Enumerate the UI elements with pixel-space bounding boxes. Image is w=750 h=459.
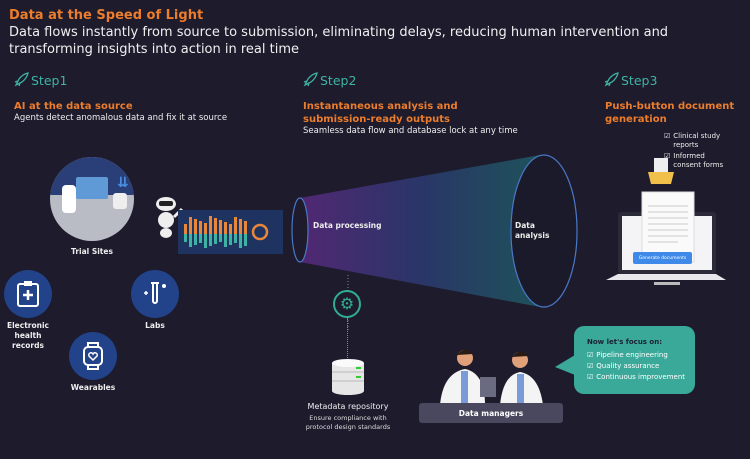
dashboard-bar <box>214 218 217 234</box>
dashboard-bar <box>234 234 237 243</box>
database-icon <box>332 359 364 395</box>
step2-description: Seamless data flow and database lock at … <box>303 126 518 136</box>
dashboard-bar <box>234 217 237 234</box>
dashboard-bar <box>199 234 202 243</box>
dashboard-bars <box>184 216 269 248</box>
focus-list: ☑Pipeline engineering☑Quality assurance☑… <box>587 351 695 382</box>
rocket-icon <box>604 72 619 87</box>
dashboard-bar <box>239 234 242 248</box>
data-analysis-label: Data analysis <box>515 221 550 240</box>
speech-bubble-tail <box>555 355 575 375</box>
dashboard-bar <box>239 219 242 234</box>
data-managers-illustration <box>440 349 543 405</box>
step1-label: Step1 <box>13 72 67 88</box>
dashboard-bar <box>224 234 227 247</box>
dashboard-bar <box>209 216 212 234</box>
document-list: ☑Clinical study reports☑Informed consent… <box>664 132 729 172</box>
laptop-illustration <box>606 191 726 285</box>
focus-item-text: Quality assurance <box>596 362 660 370</box>
dashboard-bar <box>244 234 247 246</box>
generate-documents-button[interactable]: Generate documents <box>633 252 692 264</box>
page-subtitle: Data flows instantly from source to subm… <box>9 25 669 57</box>
dashboard-bar <box>229 234 232 245</box>
dashboard-panel <box>178 210 283 254</box>
dashboard-bar <box>224 222 227 234</box>
arrow-down-icon: ⇊ <box>117 175 129 191</box>
step2-label: Step2 <box>302 72 356 88</box>
folder-documents-icon <box>648 158 674 184</box>
focus-item-text: Continuous improvement <box>596 373 686 381</box>
dashboard-bar <box>219 220 222 234</box>
test-tube-icon <box>144 282 166 304</box>
dashboard-bar <box>194 219 197 234</box>
check-circle-icon: ☑ <box>587 373 594 381</box>
step3-text: Step3 <box>621 72 658 88</box>
dashboard-bar <box>184 234 187 242</box>
dashboard-bar <box>209 234 212 246</box>
labs-circle[interactable] <box>131 270 179 318</box>
robot-icon <box>156 197 184 238</box>
focus-title: Now let's focus on: <box>587 338 662 346</box>
step1-description: Agents detect anomalous data and fix it … <box>14 113 228 123</box>
document-item-text: Clinical study reports <box>673 132 721 149</box>
document-item: ☑Informed consent forms <box>664 152 729 170</box>
document-item-text: Informed consent forms <box>673 152 724 169</box>
check-circle-icon: ☑ <box>587 351 594 359</box>
dashboard-bar <box>194 234 197 245</box>
dashboard-bar <box>204 223 207 234</box>
check-circle-icon: ☑ <box>664 152 671 160</box>
dashboard-bar <box>189 217 192 234</box>
wearables-circle[interactable] <box>69 332 117 380</box>
page-title: Data at the Speed of Light <box>9 8 204 23</box>
trial-sites-label: Trial Sites <box>71 247 113 256</box>
metadata-repository-description: Ensure compliance with protocol design s… <box>305 414 391 431</box>
ehr-circle[interactable] <box>4 270 52 318</box>
dashboard-bar <box>189 234 192 247</box>
focus-item-text: Pipeline engineering <box>596 351 668 359</box>
smartwatch-icon <box>83 342 103 370</box>
dashboard-bar <box>199 221 202 234</box>
data-managers-label: Data managers <box>419 403 563 423</box>
dashboard-bar <box>204 234 207 248</box>
clipboard-medical-icon <box>17 281 39 307</box>
wearables-label: Wearables <box>70 383 116 392</box>
trial-sites-illustration: ⇊ <box>50 157 134 241</box>
rocket-icon <box>303 72 318 87</box>
dashboard-bar <box>219 234 222 242</box>
focus-bubble: Now let's focus on: ☑Pipeline engineerin… <box>574 326 695 394</box>
dashboard-bar <box>229 224 232 234</box>
focus-item: ☑Quality assurance <box>587 362 695 371</box>
focus-item: ☑Pipeline engineering <box>587 351 695 360</box>
step1-text: Step1 <box>31 72 68 88</box>
check-circle-icon: ☑ <box>587 362 594 370</box>
step3-heading: Push-button document generation <box>605 101 735 125</box>
labs-label: Labs <box>145 321 165 330</box>
check-circle-icon: ☑ <box>664 132 671 140</box>
donut-chart-icon <box>251 223 269 241</box>
dashboard-bar <box>184 224 187 234</box>
dashboard-bar <box>214 234 217 244</box>
dashboard-bar <box>244 221 247 234</box>
focus-item: ☑Continuous improvement <box>587 373 695 382</box>
rocket-icon <box>14 72 29 87</box>
step3-label: Step3 <box>603 72 657 88</box>
step1-heading: AI at the data source <box>14 101 133 112</box>
document-item: ☑Clinical study reports <box>664 132 729 150</box>
data-pipeline-cone <box>291 154 578 330</box>
step2-heading: Instantaneous analysis and submission-re… <box>303 101 458 125</box>
metadata-repository-title: Metadata repository <box>307 402 389 411</box>
connector-line <box>347 318 348 358</box>
data-processing-label: Data processing <box>313 221 382 230</box>
ehr-label: Electronic health records <box>6 321 50 350</box>
step2-text: Step2 <box>320 72 357 88</box>
gear-icon: ⚙ <box>333 290 361 318</box>
